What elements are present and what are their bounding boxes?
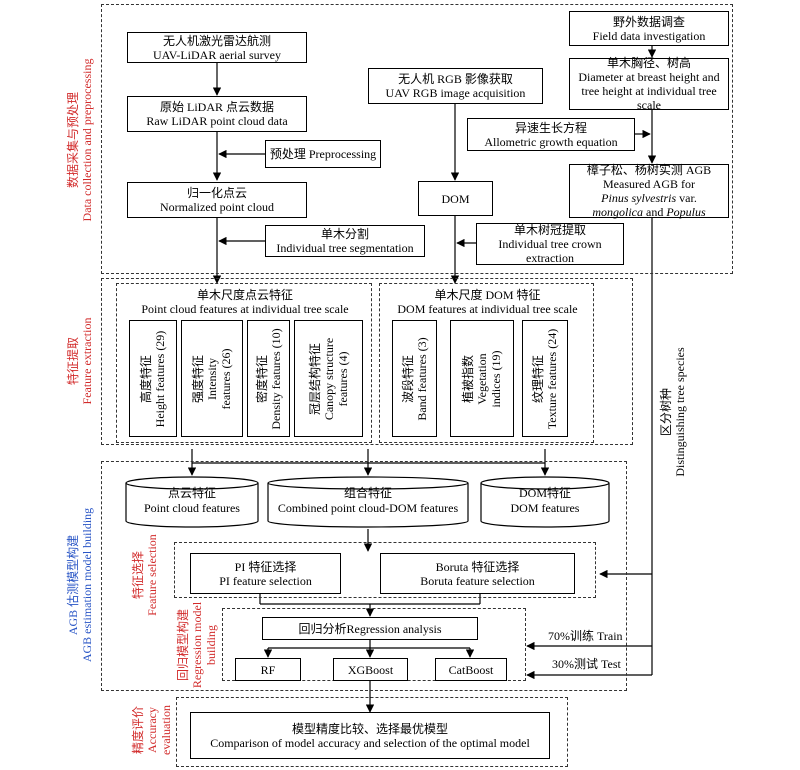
selection-region xyxy=(174,542,596,598)
measured-agb-box: 樟子松、杨树实测 AGB Measured AGB for Pinus sylv… xyxy=(569,163,729,219)
comparison-box: 模型精度比较、选择最优模型 Comparison of model accura… xyxy=(190,712,550,759)
dom-feature-group xyxy=(379,283,594,443)
collection-section-label: 数据采集与预处理 Data collection and preprocessi… xyxy=(66,58,94,222)
cylinder-combined xyxy=(267,476,469,528)
species-label: 区分树种 Distinguishing tree species xyxy=(659,347,687,477)
catboost-box: CatBoost xyxy=(435,658,507,681)
train-label: 70%训练 Train xyxy=(548,629,623,643)
regression-section-label: 回归模型构建 Regression model building xyxy=(176,601,218,689)
preprocessing-box: 预处理 Preprocessing xyxy=(265,140,381,168)
cylinder-dom xyxy=(480,476,610,528)
accuracy-section-label: 精度评价 Accuracy evaluation xyxy=(131,705,173,755)
field-box: 野外数据调查 Field data investigation xyxy=(569,11,729,46)
collection-region xyxy=(101,4,733,274)
xgboost-box: XGBoost xyxy=(333,658,408,681)
pi-selection-box: PI 特征选择 PI feature selection xyxy=(190,553,341,594)
combined-features-label: 组合特征 Combined point cloud-DOM features xyxy=(277,486,459,515)
rf-box: RF xyxy=(235,658,301,681)
uav-lidar-box: 无人机激光雷达航测 UAV-LiDAR aerial survey xyxy=(127,32,307,63)
cylinder-point-cloud xyxy=(125,476,259,528)
raw-lidar-box: 原始 LiDAR 点云数据 Raw LiDAR point cloud data xyxy=(127,96,307,132)
crown-box: 单木树冠提取 Individual tree crown extraction xyxy=(476,223,624,265)
dbh-box: 单木胸径、树高 Diameter at breast height and tr… xyxy=(569,56,729,112)
test-label: 30%测试 Test xyxy=(552,657,621,671)
pc-features-label: 点云特征 Point cloud features xyxy=(144,486,240,515)
dom-features-label: DOM特征 DOM features xyxy=(510,486,580,515)
pc-feature-group-title: 单木尺度点云特征 Point cloud features at individ… xyxy=(141,288,349,316)
segmentation-box: 单木分割 Individual tree segmentation xyxy=(265,225,425,257)
boruta-selection-box: Boruta 特征选择 Boruta feature selection xyxy=(380,553,575,594)
features-section-label: 特征提取 Feature extraction xyxy=(66,317,94,405)
regression-box: 回归分析Regression analysis xyxy=(262,617,478,640)
model-section-label: AGB 估测模型构建 AGB estimation model building xyxy=(66,507,94,663)
accuracy-region xyxy=(176,697,568,767)
model-region xyxy=(101,461,627,691)
allometric-box: 异速生长方程 Allometric growth equation xyxy=(467,118,635,151)
features-region xyxy=(101,278,633,445)
normalized-box: 归一化点云 Normalized point cloud xyxy=(127,182,307,218)
dom-feature-group-title: 单木尺度 DOM 特征 DOM features at individual t… xyxy=(397,288,578,316)
pc-feature-group xyxy=(116,283,372,443)
selection-section-label: 特征选择 Feature selection xyxy=(131,534,159,616)
uav-rgb-box: 无人机 RGB 影像获取 UAV RGB image acquisition xyxy=(368,68,543,104)
dom-box: DOM xyxy=(418,181,493,216)
